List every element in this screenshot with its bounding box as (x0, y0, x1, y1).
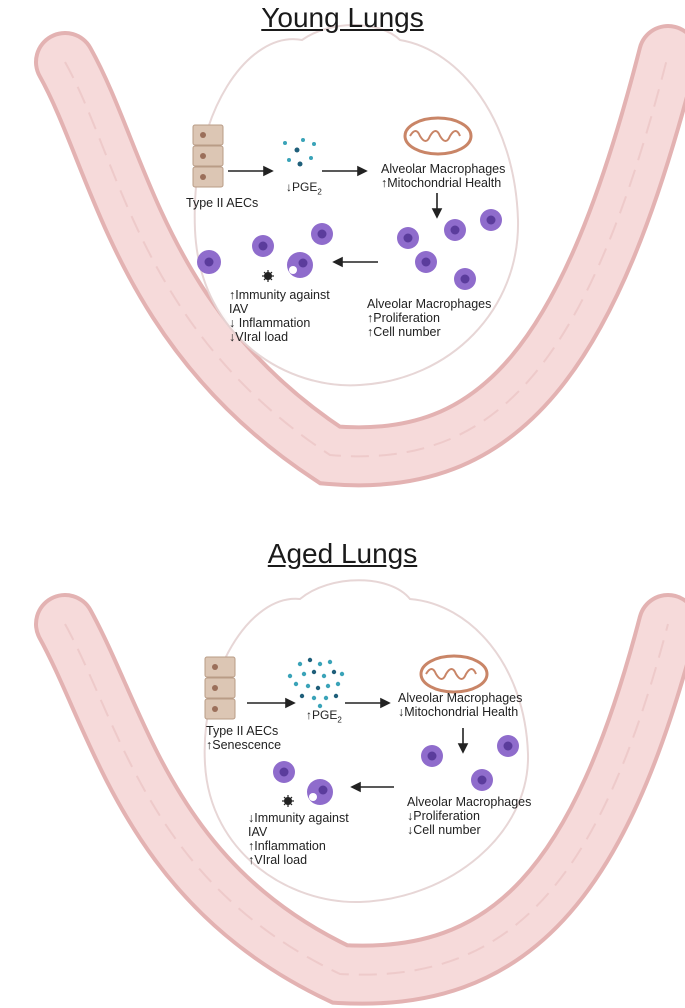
panel-title: Young Lungs (261, 2, 424, 33)
aec-label: Type II AECs ↑Senescence (206, 724, 282, 752)
macrophage-mito-label: Alveolar Macrophages ↑Mitochondrial Heal… (381, 162, 506, 190)
type-ii-aec-cells (204, 656, 236, 720)
pge2-molecules (283, 138, 316, 167)
young-lung-illustration (34, 24, 685, 488)
aec-label: Type II AECs (186, 196, 259, 210)
macrophage-proliferation-label: Alveolar Macrophages ↑Proliferation ↑Cel… (367, 297, 492, 339)
flow-arrows (247, 697, 469, 793)
mitochondrion (419, 654, 489, 694)
outcome-label: ↓Immunity against IAV ↑Inflammation ↑VIr… (248, 811, 349, 867)
pge2-label: ↓PGE2 (286, 180, 322, 197)
macrophage-mito-label: Alveolar Macrophages ↓Mitochondrial Heal… (398, 691, 523, 719)
pge2-label: ↑PGE2 (306, 708, 342, 725)
flow-arrows (228, 165, 443, 268)
alveolar-macrophages (197, 209, 502, 290)
virus-icon (262, 270, 274, 282)
aged-lung-illustration (34, 579, 685, 1006)
pge2-molecules (287, 657, 345, 709)
young-lungs-panel: Young Lungs Type II AECs ↓PGE2 Alveolar … (34, 2, 685, 488)
outcome-label: ↑Immunity against IAV ↓ Inflammation ↓VI… (229, 288, 330, 344)
alveolar-macrophages (273, 735, 519, 805)
type-ii-aec-cells (192, 124, 224, 188)
panel-title: Aged Lungs (267, 538, 418, 569)
mitochondrion (403, 116, 473, 156)
macrophage-proliferation-label: Alveolar Macrophages ↓Proliferation ↓Cel… (407, 795, 532, 837)
virus-icon (282, 795, 294, 807)
aged-lungs-panel: Aged Lungs Type II AECs ↑Senescence ↑PGE… (0, 504, 685, 1008)
